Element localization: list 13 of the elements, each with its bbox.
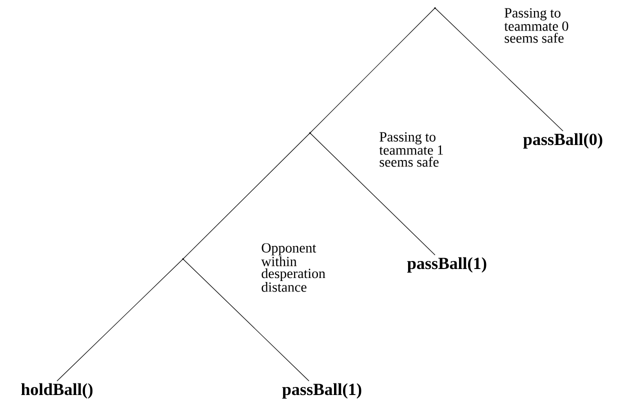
branch-line	[182, 258, 310, 382]
leaf-label: holdBall()	[21, 383, 92, 399]
edge-label: Opponent within desperation distance	[261, 243, 326, 292]
leaf-label: passBall(1)	[282, 383, 362, 399]
edge-label: Passing to teammate 1 seems safe	[379, 132, 443, 167]
branch-line	[56, 258, 184, 382]
branch-line	[310, 8, 436, 134]
leaf-label: passBall(1)	[407, 257, 486, 273]
leaf-label: passBall(0)	[523, 133, 602, 149]
branch-line	[310, 132, 436, 256]
branch-line	[434, 8, 564, 132]
branch-line	[182, 132, 310, 260]
edge-label: Passing to teammate 0 seems safe	[504, 8, 568, 43]
